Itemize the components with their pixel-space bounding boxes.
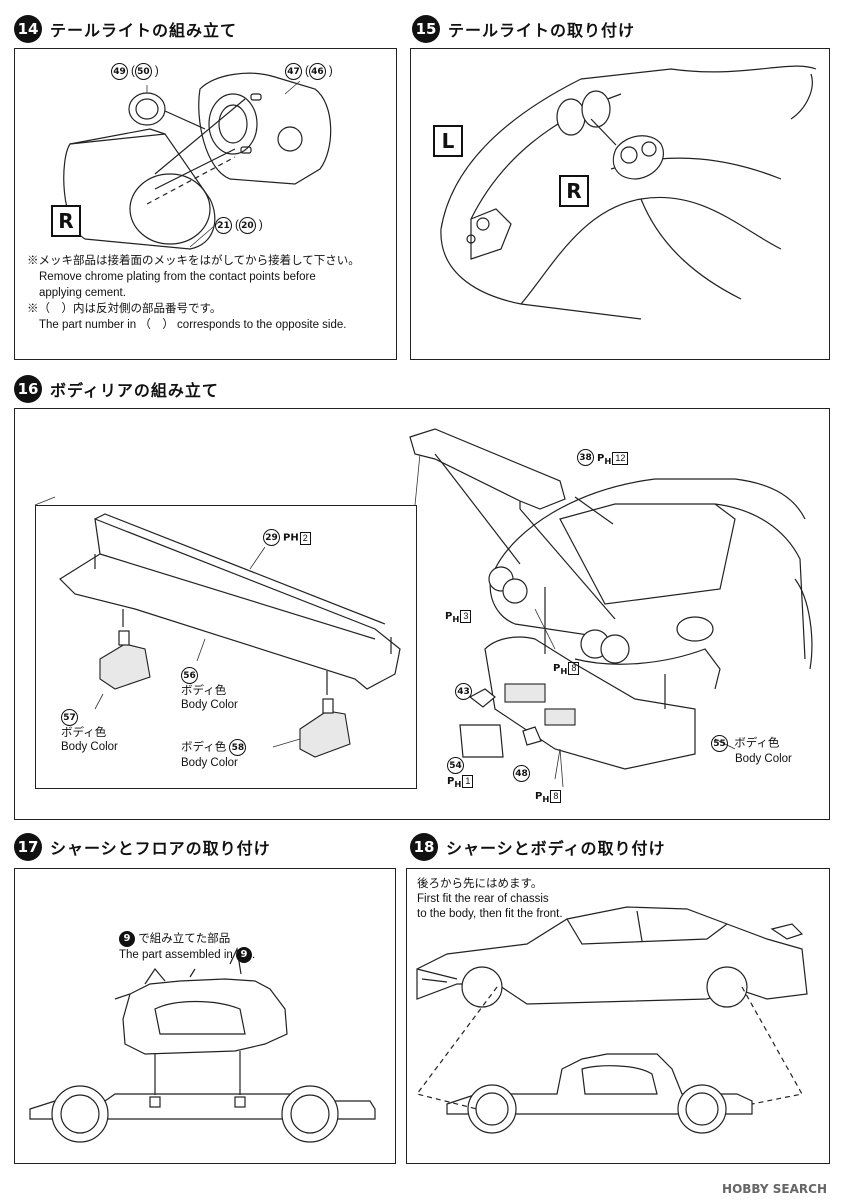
part-50-badge: 50 xyxy=(134,63,152,80)
side-tag-right: R xyxy=(51,205,81,237)
step17-number: 17 xyxy=(14,833,42,861)
step14-number: 14 xyxy=(14,15,42,43)
part-55-jp: ボディ色 xyxy=(734,737,780,750)
step18-number: 18 xyxy=(410,833,438,861)
part-55-en: Body Color xyxy=(735,753,792,765)
note-jp-opposite: ※（ ）内は反対側の部品番号です。 xyxy=(27,303,222,315)
step17-ref-num-2: 9 xyxy=(236,947,252,963)
ph-12: 12 xyxy=(612,451,629,465)
label-part-43: 43 xyxy=(455,683,475,700)
ph-3: 3 xyxy=(460,610,472,623)
taillight-assembly-drawing xyxy=(63,72,332,250)
part-56-en: Body Color xyxy=(181,699,238,711)
ph-8a: 8 xyxy=(568,662,580,675)
step15-panel: L R xyxy=(410,48,830,360)
note-en-chrome-2: applying cement. xyxy=(39,287,126,299)
step17-header: 17 シャーシとフロアの取り付け xyxy=(14,832,271,862)
step17-ref-num: 9 xyxy=(119,931,135,947)
step15-number: 15 xyxy=(412,15,440,43)
part-46-badge: 46 xyxy=(308,63,326,80)
chassis-body-drawing xyxy=(415,906,808,1134)
step16-title: ボディリアの組み立て xyxy=(50,381,219,400)
step17-ref: 9 で組み立てた部品 The part assembled in 9. xyxy=(119,931,256,963)
step14-header: 14 テールライトの組み立て xyxy=(14,14,237,44)
part-43-badge: 43 xyxy=(455,683,472,700)
part-57-en: Body Color xyxy=(61,741,118,753)
step18-title: シャーシとボディの取り付け xyxy=(446,839,666,858)
label-part-48: 48 xyxy=(513,765,533,782)
ph-8b: 8 xyxy=(550,790,562,803)
part-58-jp: ボディ色 xyxy=(181,741,227,754)
note-jp-chrome: ※メッキ部品は接着面のメッキをはがしてから接着して下さい。 xyxy=(27,255,360,267)
step16-header: 16 ボディリアの組み立て xyxy=(14,374,219,404)
label-part-21: 21(20) xyxy=(215,217,263,234)
part-57-badge: 57 xyxy=(61,709,78,726)
step14-panel: 49(50) 47(46) 21(20) R ※メッキ部品は接着面のメッキをはが… xyxy=(14,48,397,360)
step15-title: テールライトの取り付け xyxy=(448,21,636,40)
part-29-badge: 29 xyxy=(263,529,280,546)
step15-header: 15 テールライトの取り付け xyxy=(412,14,635,44)
part-20-badge: 20 xyxy=(238,217,256,234)
part-38-badge: 38 xyxy=(577,449,594,466)
step17-title: シャーシとフロアの取り付け xyxy=(50,839,271,858)
label-part-57: 57 ボディ色 Body Color xyxy=(61,709,118,754)
watermark: HOBBY SEARCH xyxy=(722,1182,827,1196)
step18-note-jp: 後ろから先にはめます。 xyxy=(417,878,543,890)
step17-panel: 9 で組み立てた部品 The part assembled in 9. xyxy=(14,868,396,1164)
note-en-chrome: Remove chrome plating from the contact p… xyxy=(39,271,316,283)
step18-header: 18 シャーシとボディの取り付け xyxy=(410,832,666,862)
ph-1: 1 xyxy=(462,775,474,788)
part-57-jp: ボディ色 xyxy=(61,727,107,739)
step16-number: 16 xyxy=(14,375,42,403)
label-part-49: 49(50) xyxy=(111,63,159,80)
rear-wing-and-bumper-drawing xyxy=(34,428,813,788)
side-tag-right-15: R xyxy=(559,175,589,207)
rear-body-taillight-drawing xyxy=(440,65,817,320)
side-tag-left: L xyxy=(433,125,463,157)
chassis-floor-drawing xyxy=(29,946,376,1143)
part-58-badge: 58 xyxy=(229,739,247,756)
part-21-badge: 21 xyxy=(215,217,232,234)
note-en-opposite: The part number in （ ） corresponds to th… xyxy=(39,319,347,331)
step14-notes: ※メッキ部品は接着面のメッキをはがしてから接着して下さい。 Remove chr… xyxy=(27,253,392,333)
step18-panel: 後ろから先にはめます。 First fit the rear of chassi… xyxy=(406,868,830,1164)
part-48-badge: 48 xyxy=(513,765,530,782)
label-part-55: 55 ボディ色 Body Color xyxy=(711,735,792,766)
part-56-badge: 56 xyxy=(181,667,198,684)
part-58-en: Body Color xyxy=(181,757,238,769)
part-55-badge: 55 xyxy=(711,735,728,752)
part-56-jp: ボディ色 xyxy=(181,685,227,697)
step17-ref-en: The part assembled in xyxy=(119,949,233,962)
label-part-47: 47(46) xyxy=(285,63,333,80)
step17-ref-jp: で組み立てた部品 xyxy=(138,933,231,946)
label-part-56: 56 ボディ色 Body Color xyxy=(181,667,238,712)
step18-note-en-2: to the body, then fit the front. xyxy=(417,908,563,920)
step14-title: テールライトの組み立て xyxy=(50,21,238,40)
part-49-badge: 49 xyxy=(111,63,128,80)
step18-note-en-1: First fit the rear of chassis xyxy=(417,893,549,905)
step18-note: 後ろから先にはめます。 First fit the rear of chassi… xyxy=(417,877,563,922)
ph-label: PH xyxy=(283,532,299,544)
part-54-badge: 54 xyxy=(447,757,464,774)
ph-2: 2 xyxy=(299,531,311,545)
label-part-58: ボディ色 58 Body Color xyxy=(181,739,249,770)
part-47-badge: 47 xyxy=(285,63,302,80)
